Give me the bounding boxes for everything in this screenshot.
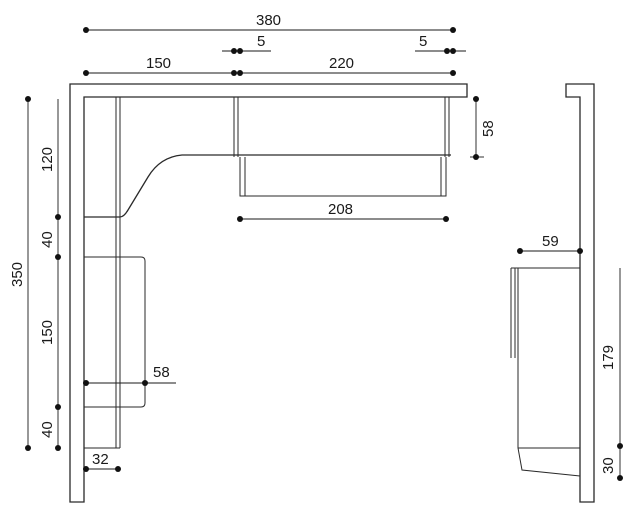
dim-gap-left: 5 [257,33,265,50]
side-cabinet [517,267,581,477]
lower-cabinet [84,256,146,408]
dim-shelf-width: 208 [328,201,353,218]
dimension-labels: 380 5 5 150 220 58 208 120 40 350 150 40… [9,12,617,474]
dim-upper-depth: 58 [480,120,497,137]
side-outer-frame [565,83,595,503]
dim-bottom-width: 32 [92,451,109,468]
curved-shelf [84,154,236,218]
dim-height-middle: 150 [39,320,56,345]
dim-side-height: 179 [600,345,617,370]
shelf-box [239,157,447,197]
dim-side-base: 30 [600,457,617,474]
dim-gap-right: 5 [419,33,427,50]
dim-cabinet-depth: 58 [153,364,170,381]
plan-view [69,83,468,503]
dim-right-section: 220 [329,55,354,72]
dim-height-upper: 120 [39,147,56,172]
dim-side-depth: 59 [542,233,559,250]
dim-left-section: 150 [146,55,171,72]
dim-total-height: 350 [9,262,26,287]
dim-gap-upper: 40 [39,231,56,248]
dim-gap-lower: 40 [39,421,56,438]
dim-total-width: 380 [256,12,281,29]
side-view [510,83,595,503]
dimension-lines [25,27,623,481]
outer-frame [69,83,468,503]
